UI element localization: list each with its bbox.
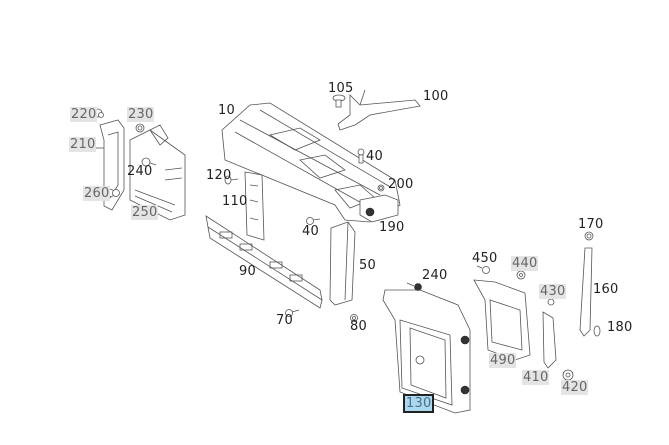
callout-410[interactable]: 410 bbox=[522, 370, 550, 385]
part-200-nut[interactable] bbox=[377, 184, 385, 192]
callout-90[interactable]: 90 bbox=[239, 264, 256, 279]
callout-130-selected[interactable]: 130 bbox=[402, 394, 435, 413]
part-120-clip[interactable] bbox=[224, 175, 239, 185]
part-190-mount[interactable] bbox=[359, 194, 399, 223]
part-90-bar[interactable] bbox=[205, 215, 323, 309]
part-80-nut[interactable] bbox=[350, 314, 358, 322]
part-450-bolt[interactable] bbox=[476, 265, 490, 274]
callout-80[interactable]: 80 bbox=[350, 319, 367, 334]
callout-200[interactable]: 200 bbox=[388, 177, 414, 192]
callout-440[interactable]: 440 bbox=[511, 256, 539, 271]
callout-220[interactable]: 220 bbox=[70, 107, 98, 122]
part-230-nut[interactable] bbox=[135, 123, 145, 133]
part-440-nut[interactable] bbox=[516, 270, 526, 280]
part-180-nut[interactable] bbox=[593, 325, 601, 337]
callout-40[interactable]: 40 bbox=[302, 224, 319, 239]
part-100-brace[interactable] bbox=[337, 89, 421, 131]
callout-40[interactable]: 40 bbox=[366, 149, 383, 164]
callout-490[interactable]: 490 bbox=[489, 353, 517, 368]
part-170-grommet[interactable] bbox=[584, 231, 594, 241]
callout-250[interactable]: 250 bbox=[131, 205, 159, 220]
callout-100[interactable]: 100 bbox=[423, 89, 449, 104]
callout-240[interactable]: 240 bbox=[127, 164, 153, 179]
part-410-bracket[interactable] bbox=[542, 311, 557, 369]
part-40-bolt-lower[interactable] bbox=[306, 217, 321, 225]
part-110-plate[interactable] bbox=[244, 171, 265, 241]
part-50-upright[interactable] bbox=[329, 221, 356, 306]
part-430-nut[interactable] bbox=[547, 298, 555, 306]
callout-50[interactable]: 50 bbox=[359, 258, 376, 273]
part-130-frame[interactable] bbox=[382, 289, 471, 414]
callout-190[interactable]: 190 bbox=[379, 220, 405, 235]
callout-260[interactable]: 260 bbox=[83, 186, 111, 201]
part-250-panel[interactable] bbox=[129, 124, 186, 221]
callout-120[interactable]: 120 bbox=[206, 168, 232, 183]
part-40-bolt-upper[interactable] bbox=[357, 148, 365, 164]
callout-170[interactable]: 170 bbox=[578, 217, 604, 232]
callout-10[interactable]: 10 bbox=[218, 103, 235, 118]
part-490-frame[interactable] bbox=[473, 279, 531, 361]
callout-70[interactable]: 70 bbox=[276, 313, 293, 328]
part-240-bolt-right[interactable] bbox=[406, 282, 422, 291]
callout-420[interactable]: 420 bbox=[561, 380, 589, 395]
part-70-bolt[interactable] bbox=[285, 309, 300, 317]
part-420-nut[interactable] bbox=[562, 369, 574, 381]
callout-450[interactable]: 450 bbox=[472, 251, 498, 266]
callout-230[interactable]: 230 bbox=[127, 107, 155, 122]
callout-240[interactable]: 240 bbox=[422, 268, 448, 283]
part-240-bolt-left[interactable] bbox=[141, 157, 157, 167]
callout-180[interactable]: 180 bbox=[607, 320, 633, 335]
part-160-strut[interactable] bbox=[579, 247, 593, 337]
callout-110[interactable]: 110 bbox=[222, 194, 248, 209]
callout-105[interactable]: 105 bbox=[328, 81, 354, 96]
callout-210[interactable]: 210 bbox=[69, 137, 97, 152]
callout-430[interactable]: 430 bbox=[539, 284, 567, 299]
part-105-clip[interactable] bbox=[332, 94, 346, 108]
callout-160[interactable]: 160 bbox=[593, 282, 619, 297]
